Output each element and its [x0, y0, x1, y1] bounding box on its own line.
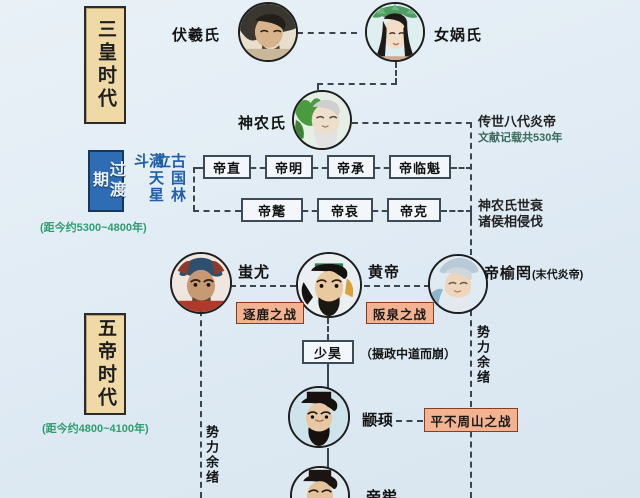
portrait-nuwa — [365, 2, 425, 62]
label-yuwang-suffix: (末代炎帝) — [532, 269, 584, 281]
battle-tag-zhuolu: 逐鹿之战 — [236, 302, 304, 324]
lineage-box-dilinkui: 帝临魁 — [389, 155, 451, 179]
connector-nuwa-down — [395, 62, 397, 84]
connector-r2-2 — [373, 210, 387, 212]
era-tablet-transition: 过渡期 — [88, 150, 124, 212]
connector-left-rail-to-row2 — [193, 210, 241, 212]
connector-chiyou-legacy — [200, 300, 202, 498]
connector-r2-1 — [303, 210, 317, 212]
connector-right-rail — [470, 122, 472, 222]
note-legacy-right: 势力余绪 — [475, 325, 490, 385]
connector-chiyou-huangdi — [230, 285, 296, 287]
connector-to-shennong-top — [317, 83, 319, 90]
era-note-transition: (距今约5300~4800年) — [40, 222, 147, 234]
label-shennong: 神农氏 — [238, 115, 287, 132]
era-tablet-three-sovereigns: 三皇时代 — [84, 6, 126, 124]
note-legacy-left: 势力余绪 — [204, 425, 219, 485]
label-nuwa: 女娲氏 — [434, 27, 483, 44]
portrait-yuwang — [428, 254, 488, 314]
connector-rail-to-yuwang — [470, 210, 472, 255]
huangdi-face-icon — [298, 254, 360, 316]
label-chiyou: 蚩尤 — [238, 264, 271, 281]
lineage-box-diai: 帝哀 — [317, 198, 373, 222]
annotation-ancient-states: 古国林立 — [154, 153, 186, 204]
connector-yuwang-legacy — [470, 300, 472, 498]
label-yuwang: 帝榆罔(末代炎帝) — [484, 262, 583, 283]
connector-zhuanxu-diku — [327, 448, 329, 468]
era-label-five-emperors: 五帝时代 — [94, 318, 116, 410]
connector-r2-3 — [441, 210, 472, 212]
diku-face-icon — [292, 468, 348, 498]
note-eight-generations: 传世八代炎帝 — [478, 114, 557, 129]
era-label-transition: 过渡期 — [90, 161, 124, 201]
annotation-starry-sky: 满天星斗 — [132, 153, 164, 204]
portrait-huangdi — [296, 252, 362, 318]
label-diku: 帝喾 — [366, 489, 399, 498]
connector-huangdi-yuwang — [364, 285, 430, 287]
note-shennong-decline: 神农氏世衰 诸侯相侵伐 — [478, 198, 544, 230]
connector-shennong-right — [352, 122, 472, 124]
yuwang-face-icon — [430, 256, 486, 312]
connector-r1-4 — [451, 167, 472, 169]
era-note-five-emperors: (距今约4800~4100年) — [42, 423, 149, 435]
label-yuwang-name: 帝榆罔 — [484, 265, 533, 282]
box-shaohao: 少昊 — [302, 340, 354, 364]
lineage-box-dizhi: 帝直 — [203, 155, 251, 179]
connector-huangdi-shaohao — [327, 318, 329, 340]
nuwa-face-icon — [367, 4, 423, 60]
chiyou-face-icon — [172, 254, 230, 312]
portrait-chiyou — [170, 252, 232, 314]
connector-shaohao-zhuanxu — [327, 364, 329, 394]
connector-r1-2 — [313, 167, 327, 169]
connector-fuxi-nuwa — [297, 32, 357, 34]
lineage-box-dicheng: 帝承 — [327, 155, 375, 179]
zhuanxu-face-icon — [290, 388, 348, 446]
note-eight-generations-sub: 文献记载共530年 — [478, 132, 563, 144]
connector-zhuanxu-battle — [375, 420, 423, 422]
connector-nuwa-to-shennong — [317, 83, 397, 85]
note-shaohao-regency: （摄政中道而崩） — [360, 347, 457, 361]
portrait-fuxi — [238, 2, 298, 62]
label-fuxi: 伏羲氏 — [172, 27, 221, 44]
shennong-face-icon — [294, 92, 350, 148]
connector-left-rail — [193, 167, 195, 211]
lineage-box-dike: 帝克 — [387, 198, 441, 222]
portrait-shennong — [292, 90, 352, 150]
era-tablet-five-emperors: 五帝时代 — [84, 313, 126, 415]
lineage-box-dili: 帝氂 — [241, 198, 303, 222]
portrait-diku — [290, 466, 350, 498]
connector-left-rail-to-row1 — [193, 167, 203, 169]
label-huangdi: 黄帝 — [368, 264, 401, 281]
connector-r1-1 — [251, 167, 265, 169]
era-label-three-sovereigns: 三皇时代 — [94, 19, 116, 111]
fuxi-face-icon — [240, 4, 296, 60]
battle-tag-buzhoushan: 平不周山之战 — [424, 408, 518, 432]
battle-tag-banquan: 阪泉之战 — [366, 302, 434, 324]
label-zhuanxu: 颛顼 — [362, 412, 395, 429]
connector-r1-3 — [375, 167, 389, 169]
portrait-zhuanxu — [288, 386, 350, 448]
lineage-box-diming: 帝明 — [265, 155, 313, 179]
